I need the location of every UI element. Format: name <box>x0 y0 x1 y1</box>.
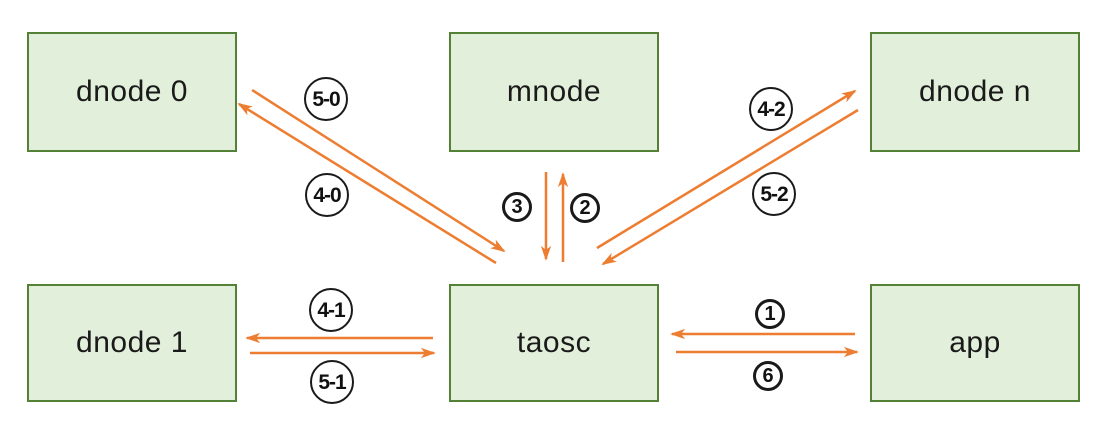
step-label-2: 2 <box>570 193 600 223</box>
step-label-5-0: 5-0 <box>304 77 348 121</box>
node-dnode-0: dnode 0 <box>27 32 237 152</box>
node-mnode: mnode <box>449 32 659 152</box>
node-app: app <box>870 284 1080 402</box>
step-label-4-2: 4-2 <box>749 87 793 131</box>
node-dnode-1: dnode 1 <box>27 284 237 402</box>
node-taosc-label: taosc <box>516 326 592 359</box>
step-label-4-0: 4-0 <box>305 173 349 217</box>
step-label-6: 6 <box>753 361 783 391</box>
step-label-5-1: 5-1 <box>310 360 354 404</box>
step-label-3: 3 <box>502 192 532 222</box>
step-label-4-1: 4-1 <box>309 288 353 332</box>
step-label-1: 1 <box>755 299 785 329</box>
arrow-5-2 <box>601 108 859 266</box>
step-label-5-2: 5-2 <box>752 172 796 216</box>
node-dnode-1-label: dnode 1 <box>76 326 188 359</box>
arrow-4-0 <box>237 102 497 265</box>
node-mnode-label: mnode <box>506 75 602 108</box>
node-dnode-n-label: dnode n <box>919 75 1031 108</box>
node-taosc: taosc <box>449 284 659 402</box>
node-app-label: app <box>949 326 1001 359</box>
node-dnode-0-label: dnode 0 <box>76 75 188 108</box>
node-dnode-n: dnode n <box>870 32 1080 152</box>
arrow-4-2 <box>596 89 857 250</box>
arrow-5-0 <box>251 88 506 253</box>
